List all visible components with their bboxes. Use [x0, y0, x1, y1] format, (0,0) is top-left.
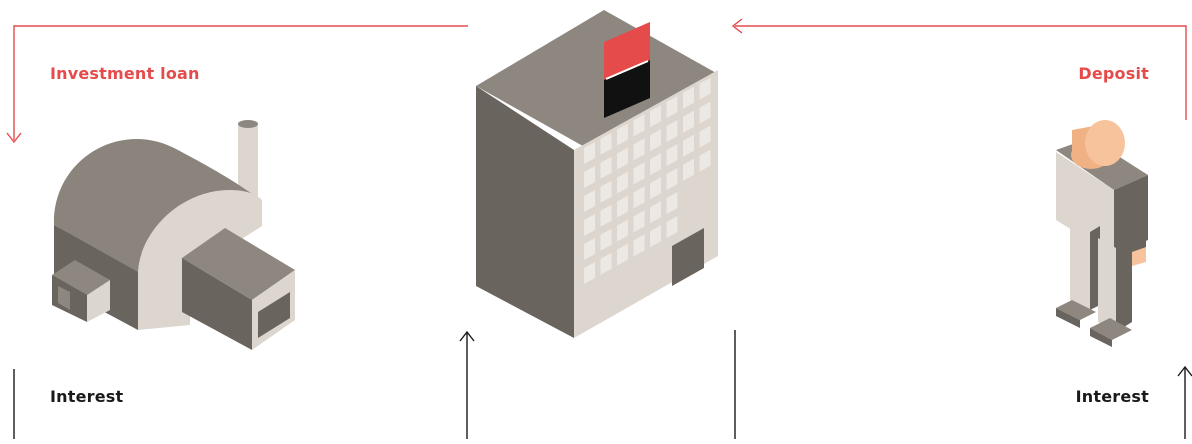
bank-window [600, 132, 612, 155]
investment-loan-arrow [6, 25, 468, 144]
bank-window [666, 168, 678, 190]
bank-window [600, 204, 612, 227]
interest-label-right: Interest [1075, 387, 1149, 406]
bank-window [600, 180, 612, 203]
deposit-arrow [731, 18, 1187, 120]
bank-window [666, 120, 678, 142]
deposit-label: Deposit [1078, 64, 1149, 83]
bank-window [699, 77, 711, 100]
bank-window [683, 134, 694, 157]
bank-window [584, 142, 595, 164]
bank-window [666, 96, 678, 118]
bank-window [633, 162, 645, 185]
bank-window [584, 238, 595, 260]
bank-window [617, 123, 628, 146]
bank-window [633, 210, 645, 233]
bank-window [683, 110, 694, 133]
bank-window [600, 252, 612, 275]
bank-window [633, 234, 645, 257]
bank-window [683, 86, 694, 109]
bank-window [584, 190, 595, 212]
bank-window [617, 171, 628, 194]
bank-building-icon [476, 10, 718, 338]
bank-window [666, 192, 678, 214]
bank-window [650, 129, 661, 152]
bank-window [633, 114, 645, 137]
bank-window [666, 144, 678, 166]
bank-window [584, 262, 595, 284]
bank-window [584, 214, 595, 236]
bank-window [683, 158, 694, 181]
bank-window [617, 147, 628, 170]
bank-window [633, 138, 645, 161]
arrow-up-icon [1177, 365, 1192, 377]
bank-window [650, 225, 661, 248]
bank-window [650, 201, 661, 224]
bank-window [650, 105, 661, 128]
bank-windows [584, 77, 711, 284]
bank-window [699, 149, 711, 172]
interest-lines [13, 330, 1192, 439]
bank-window [650, 177, 661, 200]
arrow-down-icon [6, 132, 22, 144]
investment-loan-label: Investment loan [50, 64, 200, 83]
bank-window [617, 195, 628, 218]
bank-window [617, 243, 628, 266]
arrow-left-icon [731, 18, 743, 34]
person-icon [1056, 120, 1148, 347]
bank-window [600, 156, 612, 179]
bank-window [699, 125, 711, 148]
bank-window [650, 153, 661, 176]
bank-window [600, 228, 612, 251]
bank-window [666, 216, 678, 238]
bank-window [699, 101, 711, 124]
arrow-up-icon [459, 330, 475, 342]
interest-label-left: Interest [50, 387, 124, 406]
bank-window [633, 186, 645, 209]
factory-icon [52, 120, 295, 350]
bank-window [617, 219, 628, 242]
bank-window [584, 166, 595, 188]
